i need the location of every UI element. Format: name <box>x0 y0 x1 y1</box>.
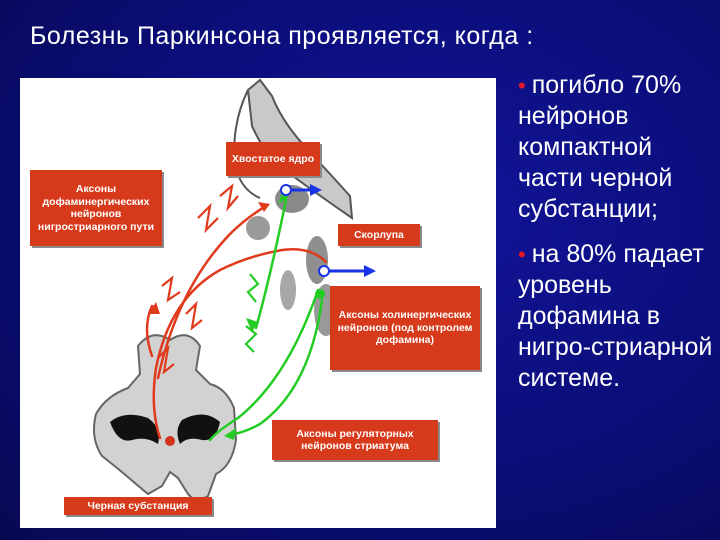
diagram-panel: Аксоны дофаминергических нейронов нигрос… <box>20 78 496 528</box>
nigra-neuron-dot <box>165 436 175 446</box>
regulatory-axon-2 <box>228 298 324 436</box>
bullet-text: погибло 70% нейронов компактной части че… <box>518 71 682 223</box>
label-regulatory-axons: Аксоны регуляторных нейронов стриатума <box>272 420 438 460</box>
caudate-lower <box>246 216 270 240</box>
regulatory-axon-3 <box>254 198 288 330</box>
cholinergic-soma-putamen <box>318 265 330 277</box>
dopamine-arrowheads <box>148 202 270 314</box>
brainstem <box>93 334 238 504</box>
label-caudate-nucleus: Хвостатое ядро <box>226 142 320 176</box>
cholinergic-soma-caudate <box>280 184 292 196</box>
bullet-text: на 80% падает уровень дофамина в нигро-с… <box>518 240 713 392</box>
regulatory-axon-1 <box>208 288 320 442</box>
bullet-item-dopamine-drop: •на 80% падает уровень дофамина в нигро-… <box>518 239 718 394</box>
regulatory-terminal <box>315 289 325 299</box>
globus-pallidus <box>280 270 296 310</box>
bullet-item-neuron-loss: •погибло 70% нейронов компактной части ч… <box>518 70 718 225</box>
dopamine-zigzags <box>157 183 239 375</box>
regulatory-pathways <box>208 198 324 442</box>
label-putamen: Скорлупа <box>338 224 420 246</box>
cholinergic-pathways <box>280 184 376 277</box>
label-dopamine-axons: Аксоны дофаминергических нейронов нигрос… <box>30 170 162 246</box>
dopamine-axon-short <box>145 304 154 358</box>
dopamine-pathways <box>145 204 328 440</box>
substantia-nigra-left <box>110 414 159 444</box>
regulatory-zigzags <box>244 273 260 353</box>
label-substantia-nigra: Черная субстанция <box>64 497 212 515</box>
cholinergic-arrowhead-putamen <box>364 265 376 277</box>
dopamine-axon-long <box>152 248 328 440</box>
substantia-nigra-right <box>177 414 220 444</box>
dopamine-axon-caudate <box>156 204 268 380</box>
label-cholinergic-axons: Аксоны холинергических нейронов (под кон… <box>330 286 480 370</box>
bullet-dot-icon: • <box>518 73 526 98</box>
cholinergic-arrowhead-caudate <box>310 184 322 196</box>
bullet-list: •погибло 70% нейронов компактной части ч… <box>518 70 718 394</box>
slide-title: Болезнь Паркинсона проявляется, когда : <box>30 22 534 50</box>
bullet-dot-icon: • <box>518 242 526 267</box>
